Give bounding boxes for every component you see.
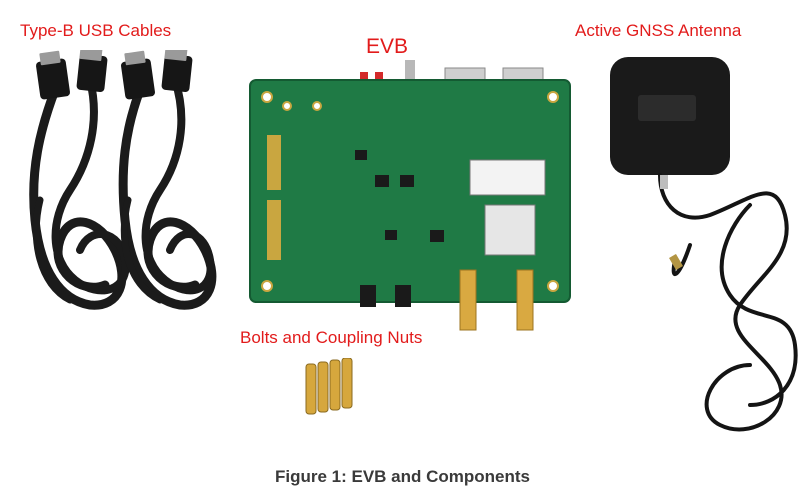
bolts-label: Bolts and Coupling Nuts bbox=[240, 328, 423, 347]
evb-board-image bbox=[249, 60, 571, 331]
figure-caption: Figure 1: EVB and Components bbox=[274, 467, 531, 486]
bolts-image bbox=[305, 358, 353, 415]
usb-cables-label: Type-B USB Cables bbox=[20, 21, 172, 40]
gnss-antenna-label: Active GNSS Antenna bbox=[575, 21, 742, 40]
usb-cables-image bbox=[29, 50, 217, 310]
gnss-antenna-image bbox=[610, 57, 798, 432]
evb-label: EVB bbox=[366, 35, 409, 58]
